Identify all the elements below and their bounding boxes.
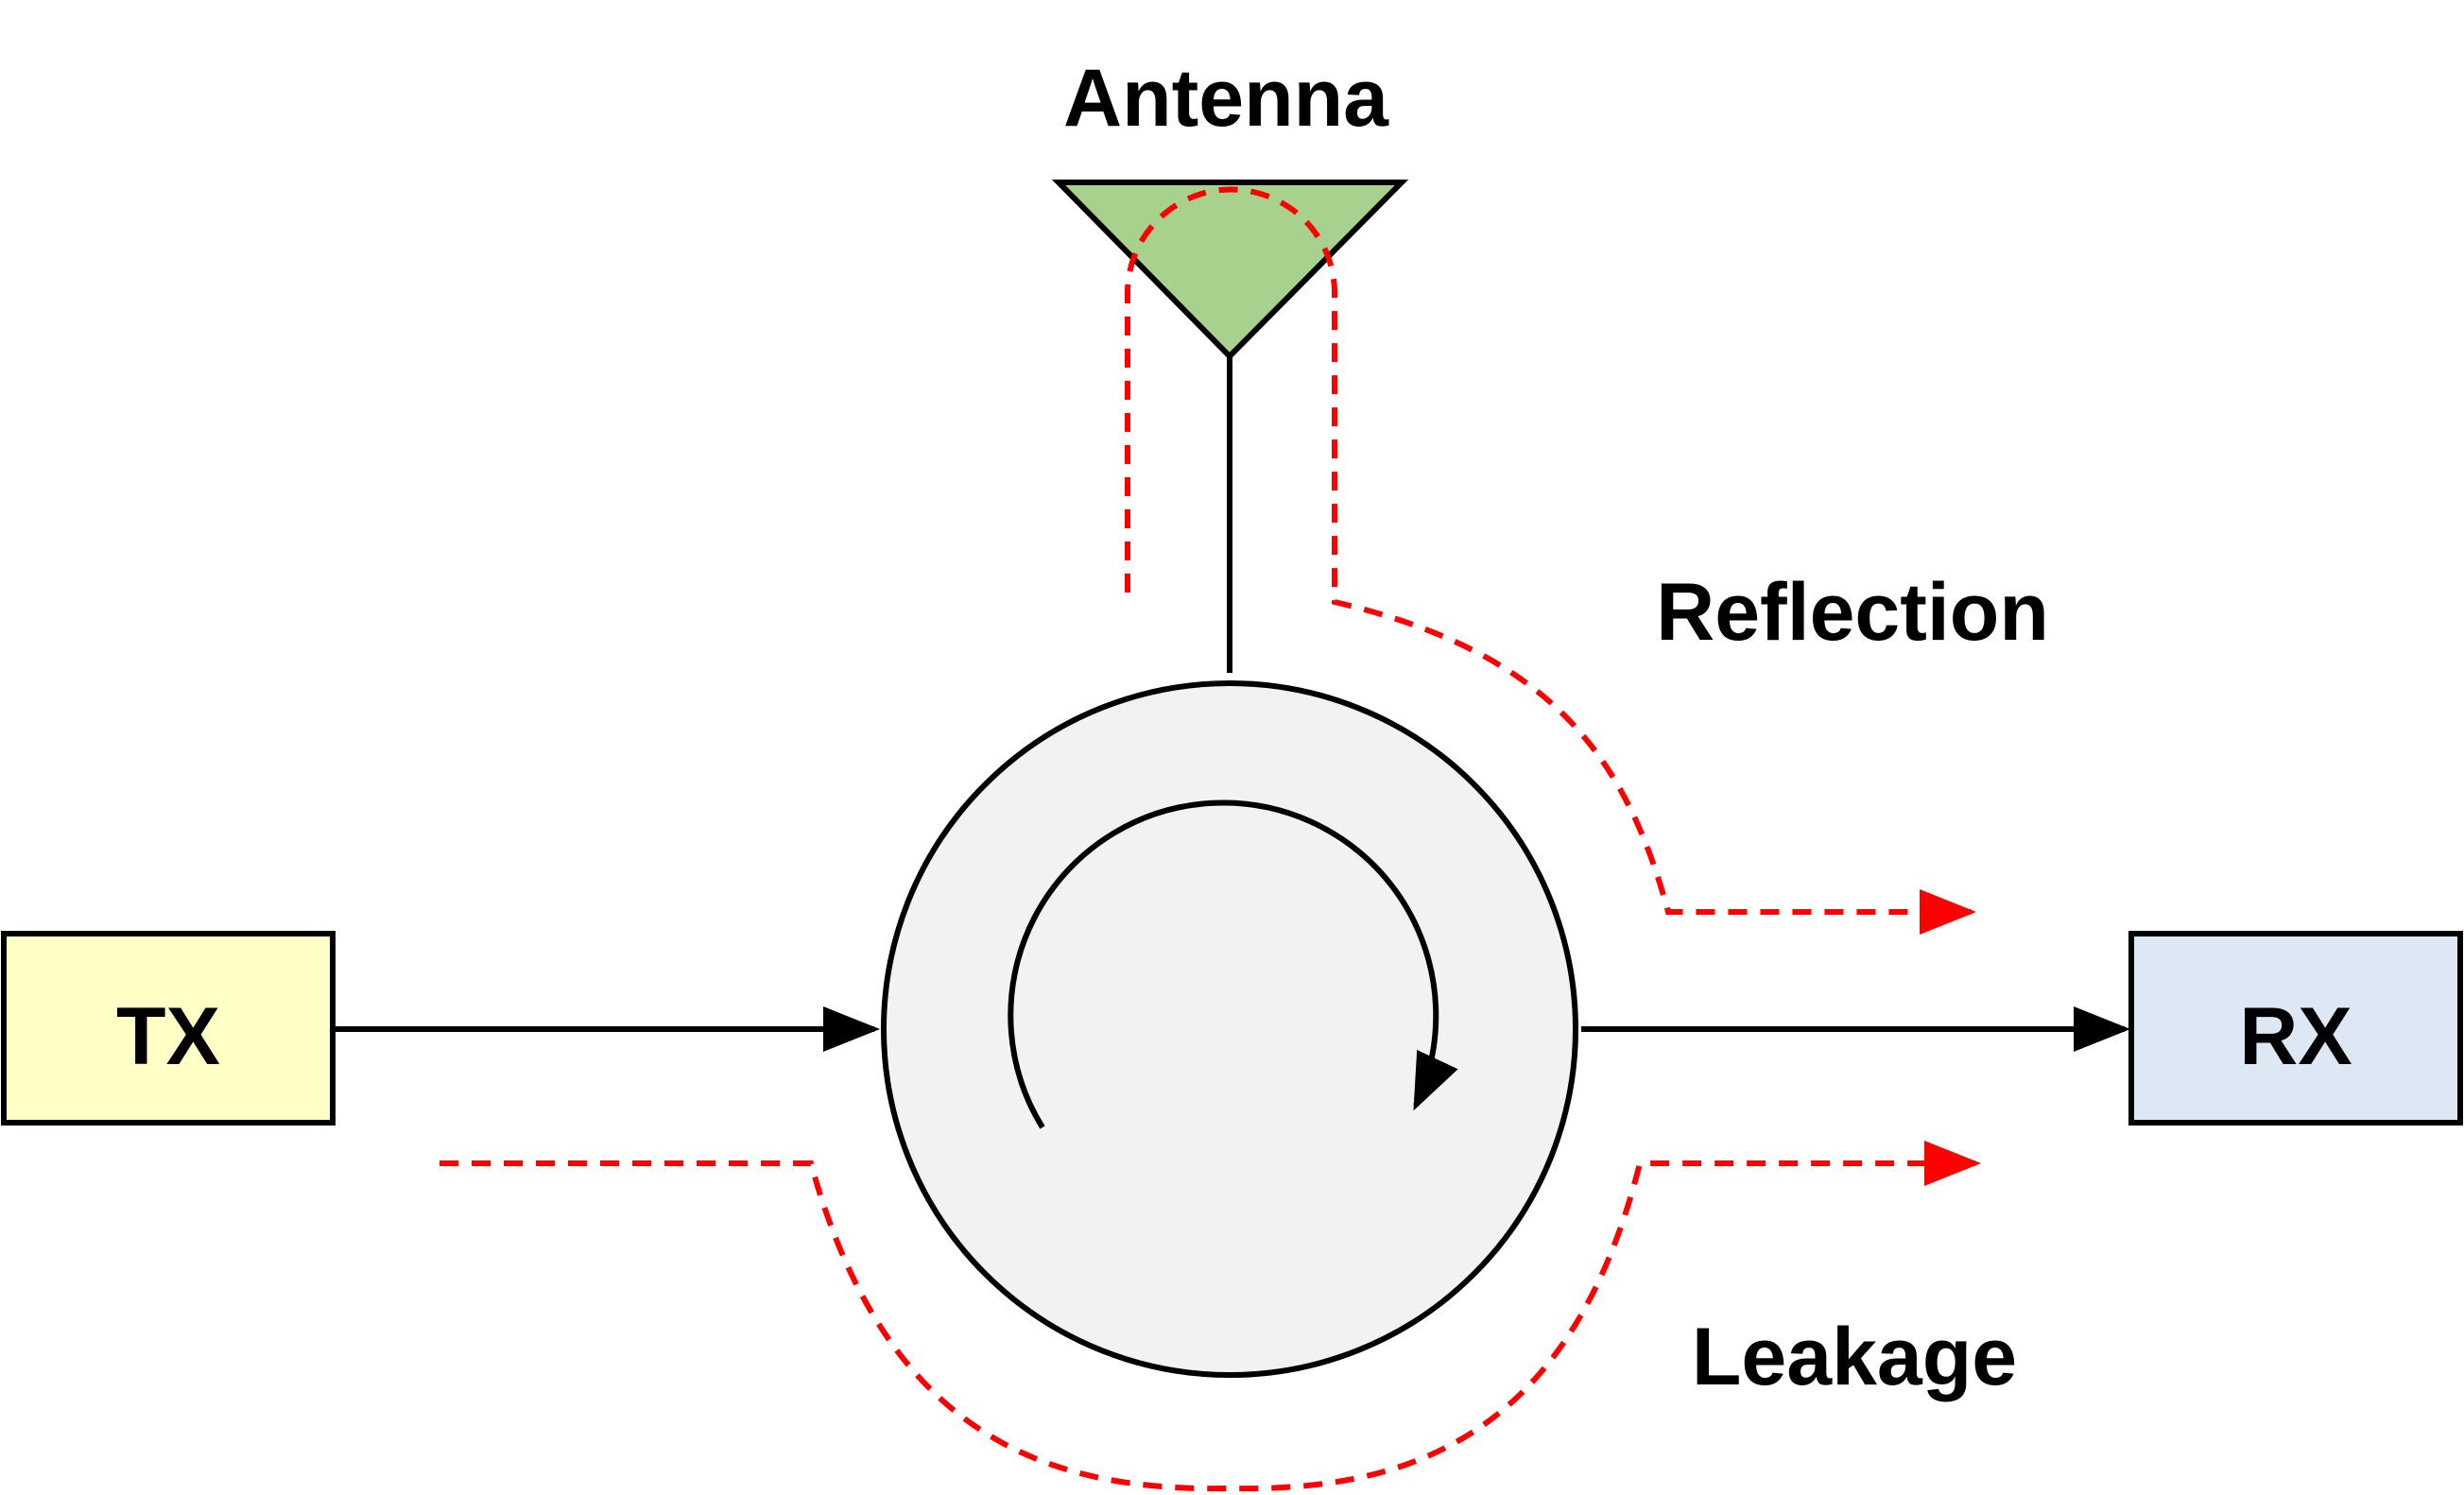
antenna-icon xyxy=(1051,180,1409,361)
leakage-path xyxy=(439,1141,1981,1492)
circulator xyxy=(881,680,1578,1378)
antenna: Antenna xyxy=(1051,53,1409,673)
antenna-label: Antenna xyxy=(1063,53,1389,144)
leakage-label: Leakage xyxy=(1692,1312,2017,1402)
rx-label: RX xyxy=(2239,991,2352,1082)
rx-block: RX xyxy=(2128,931,2463,1126)
tx-block: TX xyxy=(1,931,336,1126)
tx-box xyxy=(1,931,336,1126)
rx-box xyxy=(2128,931,2463,1126)
tx-label: TX xyxy=(116,991,220,1082)
circulator-body xyxy=(881,680,1578,1378)
circulation-arrow-icon xyxy=(1008,799,1458,1129)
reflection-path xyxy=(1124,186,1976,935)
reflection-label: Reflection xyxy=(1656,567,2049,658)
